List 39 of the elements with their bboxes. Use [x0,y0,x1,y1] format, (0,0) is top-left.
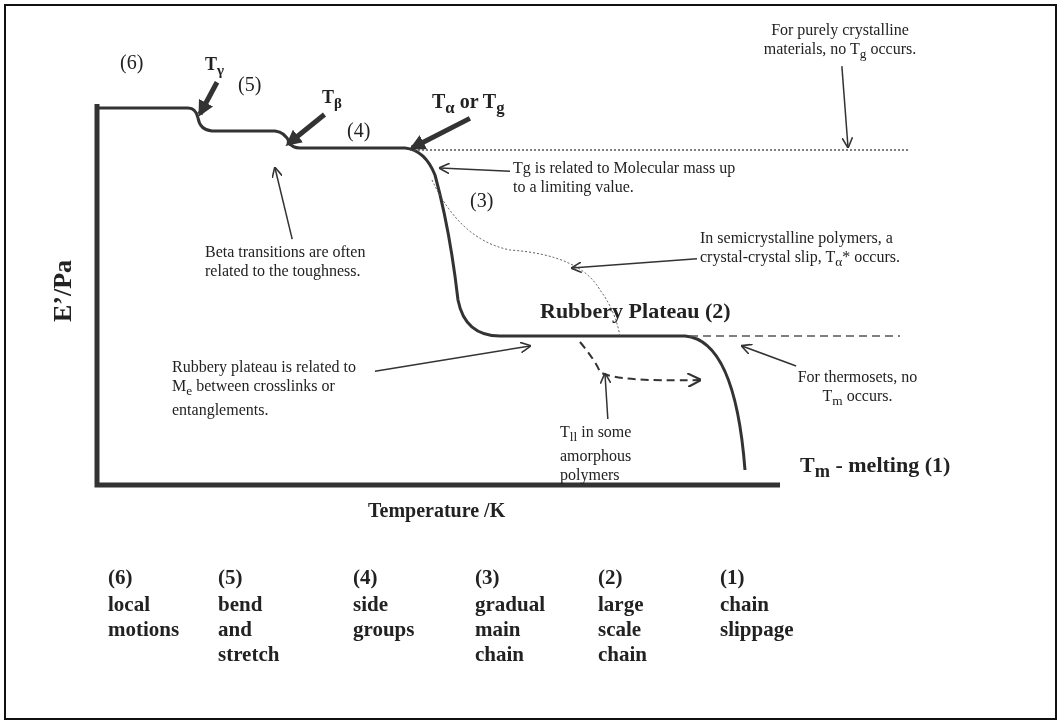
leader-arrow [570,257,698,274]
region-label: T$_{m}$ - melting (1) [800,452,952,484]
leader-arrow [409,116,472,151]
region-number: (4) [353,565,379,590]
annotation-text: Tg is related to Molecular mass up to a limiting value. [513,158,748,196]
region-label: Rubbery Plateau (2) [540,298,732,324]
region-number: (3) [475,565,501,590]
annotation-text: T$_{ll}$ in some amorphous polymers [560,422,660,485]
region-number: (4) [347,118,372,142]
leader-arrow [271,166,293,240]
mode-description: local motions [108,592,181,642]
region-number: (1) [720,565,746,590]
mode-description: gradual main chain [475,592,546,667]
leader-arrow [285,112,327,146]
annotation-text: In semicrystalline polymers, a crystal-crystal slip, T$_{α}$* occurs. [700,228,935,272]
leader-arrow [599,372,612,420]
mode-description: large scale chain [598,592,648,667]
mode-description: side groups [353,592,416,642]
region-number: (5) [238,72,263,96]
annotation-text: Beta transitions are often related to the toughness. [205,242,390,280]
axis-title: E’/Pa [48,258,78,325]
transition-label: T$_{β}$ [322,88,362,113]
annotation-text: For purely crystalline materials, no T$_{g}$ occurs. [745,20,935,64]
leader-arrow [374,341,532,373]
region-number: (5) [218,565,244,590]
transition-label: T$_{α}$ or T$_{g}$ [432,92,562,117]
mode-description: bend and stretch [218,592,281,667]
axis-title: Temperature /K [368,498,507,522]
annotation-text: Rubbery plateau is related to M$_{e}$ between crosslinks or entanglements. [172,357,372,420]
region-number: (6) [108,565,134,590]
annotation-text: For thermosets, no T$_{m}$ occurs. [795,367,920,411]
leader-arrow [438,162,511,175]
leader-arrow [841,65,854,149]
leader-arrow [197,81,220,117]
region-number: (2) [598,565,624,590]
region-number: (6) [120,50,145,74]
mode-description: chain slippage [720,592,795,642]
leader-arrow [740,343,797,367]
region-number: (3) [470,188,495,212]
